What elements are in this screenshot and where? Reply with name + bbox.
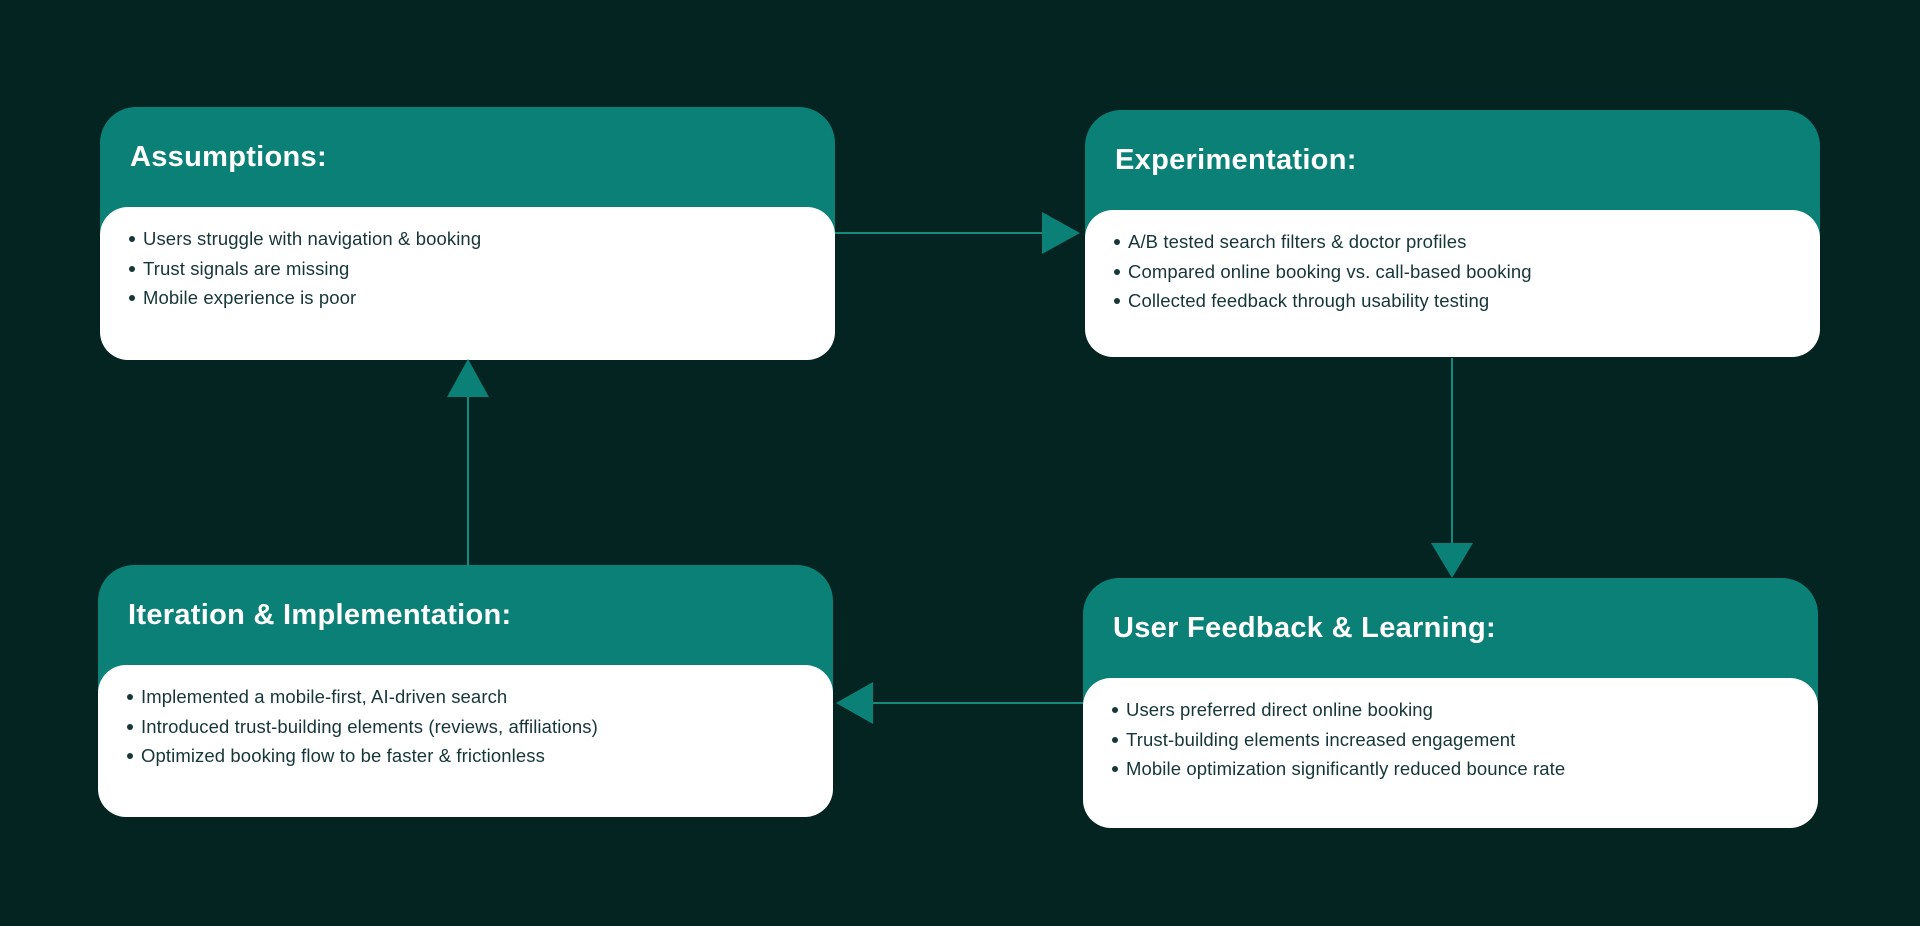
list-item: Trust-building elements increased engage…: [1111, 725, 1788, 755]
card-user-feedback-body: Users preferred direct online booking Tr…: [1083, 678, 1818, 828]
arrow-line: [467, 396, 469, 566]
card-experimentation: Experimentation: A/B tested search filte…: [1085, 110, 1820, 357]
arrowhead-down-icon: [1431, 543, 1473, 578]
list-item: Mobile experience is poor: [128, 283, 805, 313]
list-item: Optimized booking flow to be faster & fr…: [126, 741, 803, 771]
card-assumptions-list: Users struggle with navigation & booking…: [128, 224, 805, 313]
arrow-line: [871, 702, 1083, 704]
arrowhead-right-icon: [1042, 212, 1080, 254]
card-experimentation-title: Experimentation:: [1115, 143, 1357, 176]
arrowhead-up-icon: [447, 359, 489, 397]
card-assumptions-body: Users struggle with navigation & booking…: [100, 207, 835, 360]
card-assumptions-title: Assumptions:: [130, 140, 327, 173]
list-item: Users struggle with navigation & booking: [128, 224, 805, 254]
arrow-line: [1451, 358, 1453, 545]
list-item: Trust signals are missing: [128, 254, 805, 284]
list-item: A/B tested search filters & doctor profi…: [1113, 227, 1790, 257]
list-item: Mobile optimization significantly reduce…: [1111, 754, 1788, 784]
list-item: Compared online booking vs. call-based b…: [1113, 257, 1790, 287]
arrowhead-left-icon: [836, 682, 873, 724]
card-iteration-title: Iteration & Implementation:: [128, 598, 512, 631]
card-iteration-list: Implemented a mobile-first, AI-driven se…: [126, 682, 803, 771]
arrow-line: [835, 232, 1045, 234]
list-item: Collected feedback through usability tes…: [1113, 286, 1790, 316]
list-item: Implemented a mobile-first, AI-driven se…: [126, 682, 803, 712]
card-iteration: Iteration & Implementation: Implemented …: [98, 565, 833, 817]
card-user-feedback-list: Users preferred direct online booking Tr…: [1111, 695, 1788, 784]
card-experimentation-list: A/B tested search filters & doctor profi…: [1113, 227, 1790, 316]
card-user-feedback-title: User Feedback & Learning:: [1113, 611, 1496, 644]
list-item: Users preferred direct online booking: [1111, 695, 1788, 725]
card-user-feedback: User Feedback & Learning: Users preferre…: [1083, 578, 1818, 828]
card-iteration-body: Implemented a mobile-first, AI-driven se…: [98, 665, 833, 817]
card-assumptions: Assumptions: Users struggle with navigat…: [100, 107, 835, 360]
card-experimentation-body: A/B tested search filters & doctor profi…: [1085, 210, 1820, 357]
list-item: Introduced trust-building elements (revi…: [126, 712, 803, 742]
